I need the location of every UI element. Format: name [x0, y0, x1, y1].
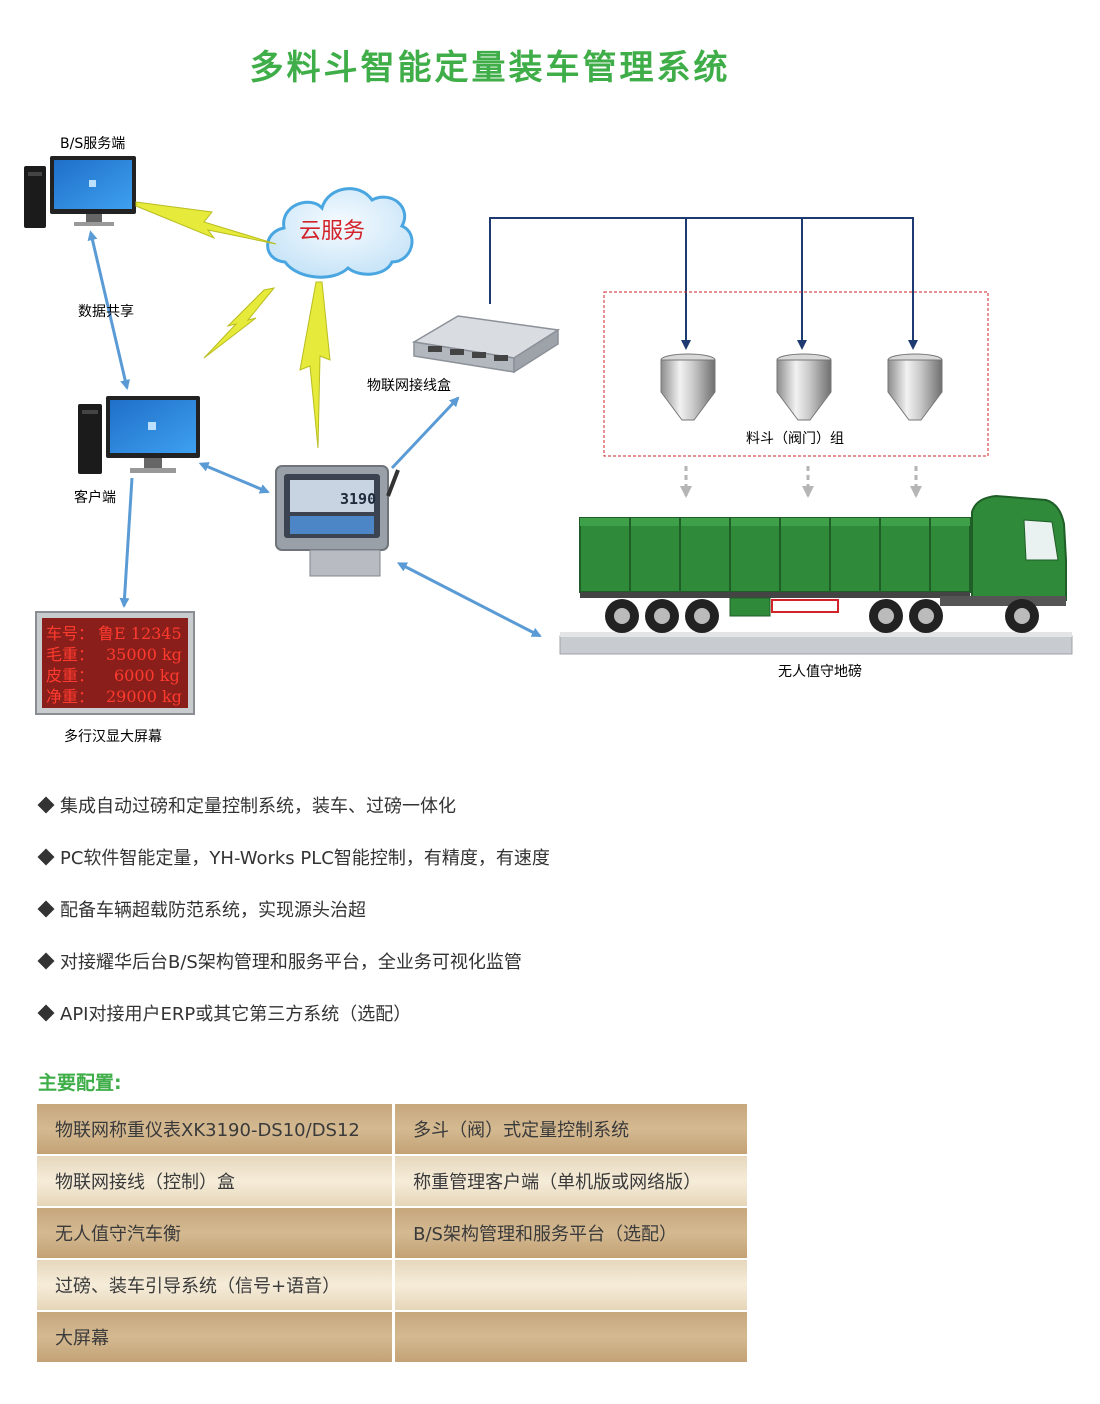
config-cell [395, 1312, 747, 1364]
feature-text: PC软件智能定量，YH-Works PLC智能控制，有精度，有速度 [60, 848, 550, 869]
iot-box-label: 物联网接线盒 [367, 377, 451, 394]
diamond-bullet-icon [37, 952, 55, 970]
client-display-arrow [119, 477, 134, 608]
led-row-value: 35000 kg [106, 645, 182, 664]
hopper-group-label: 料斗（阀门）组 [746, 431, 844, 447]
config-cell: 过磅、装车引导系统（信号+语音） [37, 1260, 396, 1312]
config-row: 物联网接线（控制）盒 称重管理客户端（单机版或网络版） [37, 1156, 747, 1208]
config-cell: 多斗（阀）式定量控制系统 [395, 1104, 747, 1156]
config-cell [395, 1260, 747, 1312]
weighing-indicator-icon: 3190 [275, 465, 400, 577]
truck-icon [579, 494, 1067, 633]
client-label: 客户端 [74, 489, 116, 506]
led-row-key: 皮重： [46, 666, 94, 685]
client-computer-icon [78, 396, 200, 474]
config-cell: 物联网称重仪表XK3190-DS10/DS12 [37, 1104, 396, 1156]
config-cell: 大屏幕 [37, 1312, 396, 1364]
hopper-icon [660, 353, 716, 421]
diamond-bullet-icon [37, 900, 55, 918]
led-row-value: 6000 kg [114, 666, 180, 685]
server-label: B/S服务端 [60, 136, 125, 152]
hopper-icon [776, 353, 832, 421]
wireless-link-icon [203, 287, 276, 359]
indicator-iotbox-arrow [390, 396, 460, 470]
diamond-bullet-icon [37, 1004, 55, 1022]
diamond-bullet-icon [37, 848, 55, 866]
feature-item: API对接用户ERP或其它第三方系统（选配） [37, 1000, 412, 1026]
config-cell: 无人值守汽车衡 [37, 1208, 396, 1260]
led-row-key: 毛重： [46, 645, 94, 664]
feature-text: API对接用户ERP或其它第三方系统（选配） [60, 1004, 412, 1025]
led-row-value: 鲁E 12345 [98, 624, 182, 643]
display-label: 多行汉显大屏幕 [64, 728, 162, 745]
config-cell: 物联网接线（控制）盒 [37, 1156, 396, 1208]
config-title: 主要配置: [38, 1072, 122, 1094]
indicator-reading: 3190 [340, 490, 376, 508]
config-cell: 称重管理客户端（单机版或网络版） [395, 1156, 747, 1208]
control-line [489, 217, 918, 350]
led-row-key: 车号： [46, 624, 94, 643]
config-row: 大屏幕 [37, 1312, 747, 1364]
cloud-label: 云服务 [299, 219, 365, 244]
config-table: 物联网称重仪表XK3190-DS10/DS12 多斗（阀）式定量控制系统 物联网… [37, 1104, 747, 1364]
wireless-link-icon [135, 201, 277, 245]
system-diagram: B/S服务端 云服务 数据共享 客户端 3190 [24, 136, 1073, 745]
server-computer-icon [24, 156, 136, 228]
config-row: 过磅、装车引导系统（信号+语音） [37, 1260, 747, 1312]
truck-scale-icon [559, 632, 1073, 655]
led-row-value: 29000 kg [106, 687, 182, 706]
scale-label: 无人值守地磅 [778, 663, 862, 680]
wireless-link-icon [299, 281, 331, 449]
data-share-label: 数据共享 [78, 303, 134, 320]
feature-item: 集成自动过磅和定量控制系统，装车、过磅一体化 [37, 792, 456, 818]
page-title: 多料斗智能定量装车管理系统 [249, 48, 731, 88]
iot-junction-box-icon [411, 315, 561, 374]
indicator-scale-arrow [396, 562, 542, 638]
config-row: 无人值守汽车衡 B/S架构管理和服务平台（选配） [37, 1208, 747, 1260]
feature-item: PC软件智能定量，YH-Works PLC智能控制，有精度，有速度 [37, 844, 550, 870]
led-display-icon: 车号： 鲁E 12345 毛重： 35000 kg 皮重： 6000 kg 净重… [35, 611, 195, 715]
hopper-group-box [603, 291, 989, 457]
feature-item: 对接耀华后台B/S架构管理和服务平台，全业务可视化监管 [37, 948, 522, 974]
led-row-key: 净重： [46, 687, 94, 706]
feature-text: 对接耀华后台B/S架构管理和服务平台，全业务可视化监管 [60, 952, 522, 973]
cloud-service-icon [266, 187, 414, 279]
feature-text: 集成自动过磅和定量控制系统，装车、过磅一体化 [60, 796, 456, 817]
client-indicator-arrow [198, 462, 270, 494]
feature-text: 配备车辆超载防范系统，实现源头治超 [60, 900, 366, 921]
diamond-bullet-icon [37, 796, 55, 814]
config-row: 物联网称重仪表XK3190-DS10/DS12 多斗（阀）式定量控制系统 [37, 1104, 747, 1156]
config-cell: B/S架构管理和服务平台（选配） [395, 1208, 747, 1260]
data-share-arrow [87, 230, 131, 390]
feature-item: 配备车辆超载防范系统，实现源头治超 [37, 896, 366, 922]
hopper-icon [887, 353, 943, 421]
